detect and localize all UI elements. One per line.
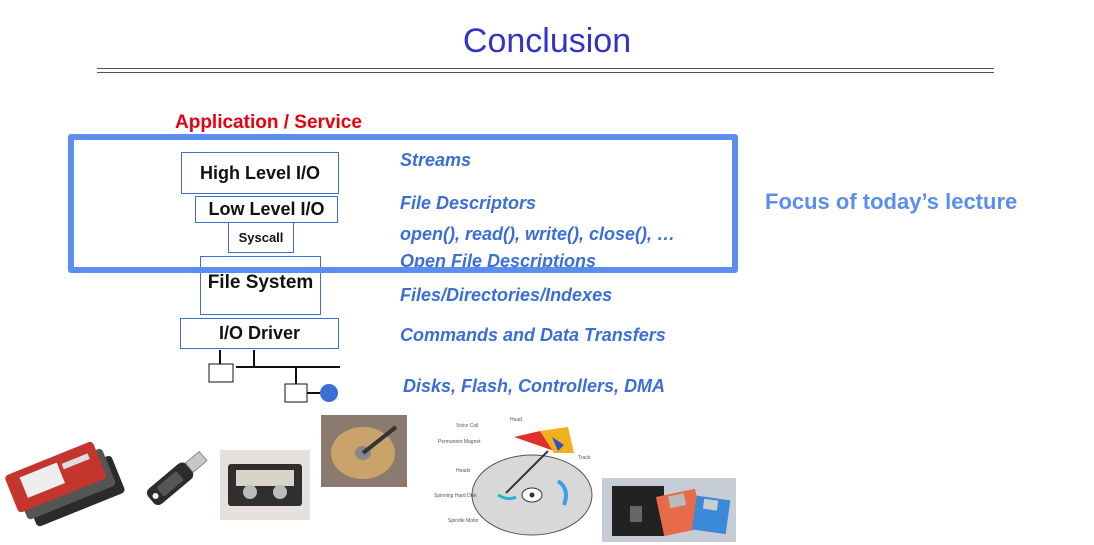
desc-syscalls: open(), read(), write(), close(), … — [400, 224, 676, 244]
desc-file-descriptors: File Descriptors — [400, 193, 537, 213]
layer-label: Low Level I/O — [208, 199, 325, 219]
cassette-tape-image — [220, 450, 310, 520]
layer-label: I/O Driver — [218, 323, 301, 343]
disk-label: Heads — [456, 468, 471, 474]
desc-files-directories: Files/Directories/Indexes — [400, 285, 613, 305]
floppy-disks-image — [602, 478, 736, 542]
ssd-stack-image — [5, 441, 125, 527]
application-service-label: Application / Service — [175, 112, 362, 133]
layer-file-system: File System — [200, 256, 321, 315]
desc-commands-transfers: Commands and Data Transfers — [400, 325, 666, 345]
layer-syscall: Syscall — [228, 222, 294, 253]
layer-high-level-io: High Level I/O — [181, 152, 339, 194]
hard-drive-image — [321, 415, 407, 487]
slide-title: Conclusion — [462, 22, 632, 60]
disk-label: Spindle Motor — [448, 518, 479, 524]
usb-flash-drive-image — [146, 450, 208, 506]
layer-label: File System — [207, 272, 314, 293]
desc-disks-flash: Disks, Flash, Controllers, DMA — [403, 376, 666, 396]
focus-label: Focus of today’s lecture — [765, 189, 1018, 214]
desc-streams: Streams — [400, 150, 472, 170]
disk-label: Spinning Hard Disk — [434, 493, 477, 499]
disk-label: Head — [510, 417, 522, 423]
layer-label: High Level I/O — [199, 162, 321, 183]
layer-io-driver: I/O Driver — [180, 318, 339, 349]
title-rule-top — [97, 68, 994, 69]
focus-frame — [68, 134, 738, 273]
disk-label: Voice Coil — [456, 423, 478, 429]
layer-low-level-io: Low Level I/O — [195, 196, 338, 223]
title-rule-bottom — [97, 72, 994, 73]
disk-label: Track — [578, 455, 591, 461]
disk-label: Permanent Magnet — [438, 439, 481, 445]
disk-mechanism-figure: Head Voice Coil Permanent Magnet Heads S… — [434, 417, 593, 536]
layer-label: Syscall — [238, 230, 284, 245]
desc-open-file-descriptions: Open File Descriptions — [400, 251, 597, 271]
bus-diagram — [208, 350, 340, 403]
